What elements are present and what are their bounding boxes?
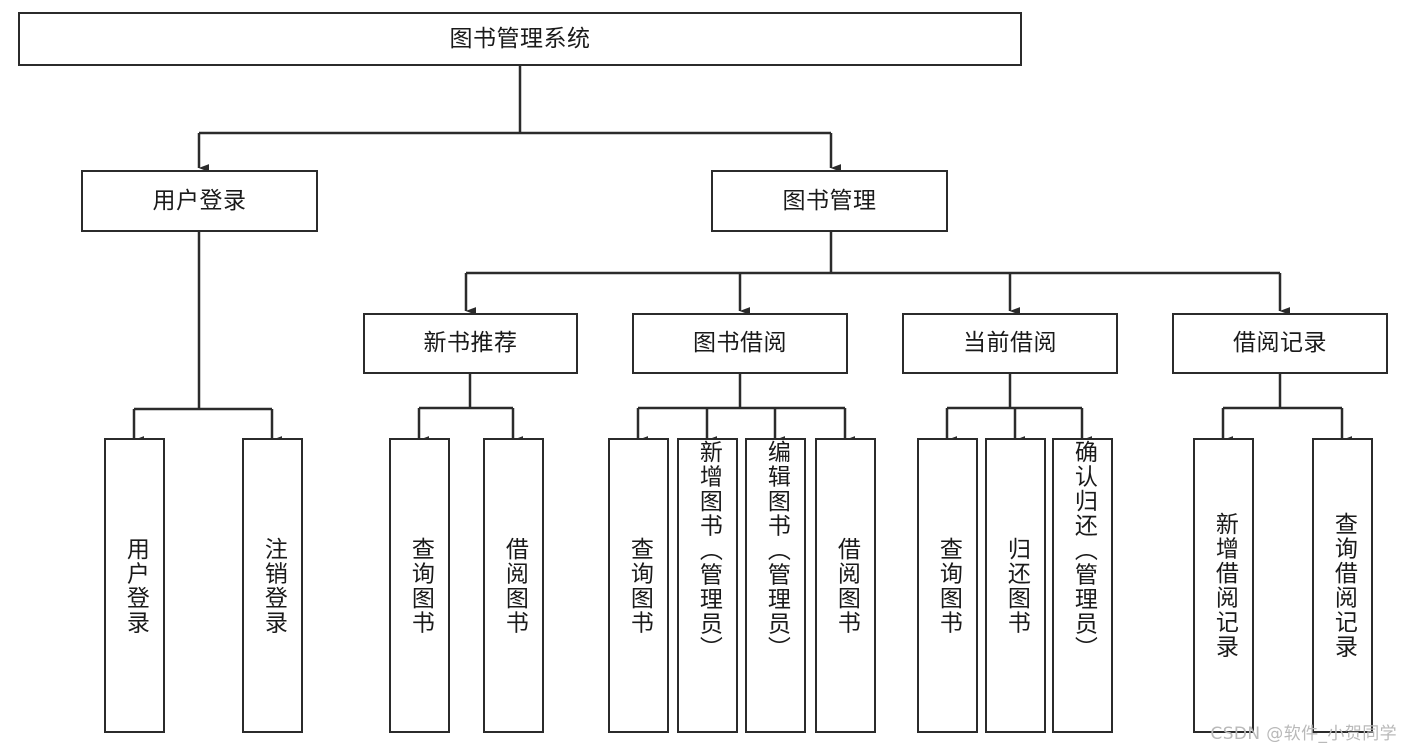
node-label: 查询图书: [407, 536, 434, 635]
node-label: 新增图书（管理员）: [695, 440, 722, 661]
node-label: 查询图书: [626, 536, 653, 635]
leaf-cb-query-book[interactable]: 查询图书: [917, 438, 978, 733]
leaf-br-query-record[interactable]: 查询借阅记录: [1312, 438, 1373, 733]
node-label: 查询借阅记录: [1330, 512, 1357, 659]
leaf-logout[interactable]: 注销登录: [242, 438, 303, 733]
node-current-borrow[interactable]: 当前借阅: [902, 313, 1118, 374]
node-label: 图书管理系统: [449, 25, 591, 52]
node-label: 借阅记录: [1233, 330, 1327, 357]
leaf-bb-query-book[interactable]: 查询图书: [608, 438, 669, 733]
node-label: 图书借阅: [693, 330, 787, 357]
node-label: 新书推荐: [423, 330, 518, 357]
node-label: 编辑图书（管理员）: [763, 440, 790, 661]
node-book-management[interactable]: 图书管理: [711, 170, 948, 232]
node-label: 确认归还（管理员）: [1070, 440, 1097, 661]
node-root-system[interactable]: 图书管理系统: [18, 12, 1022, 66]
node-label: 新增借阅记录: [1211, 512, 1238, 659]
leaf-nb-borrow-book[interactable]: 借阅图书: [483, 438, 544, 733]
node-borrow-record[interactable]: 借阅记录: [1172, 313, 1388, 374]
node-label: 注销登录: [260, 536, 287, 635]
node-label: 用户登录: [122, 536, 149, 635]
node-label: 查询图书: [935, 536, 962, 635]
node-label: 借阅图书: [501, 536, 528, 635]
leaf-bb-edit-book[interactable]: 编辑图书（管理员）: [745, 438, 806, 733]
leaf-user-login[interactable]: 用户登录: [104, 438, 165, 733]
leaf-cb-return-book[interactable]: 归还图书: [985, 438, 1046, 733]
node-label: 图书管理: [782, 187, 877, 214]
node-label: 归还图书: [1003, 536, 1030, 635]
node-label: 用户登录: [152, 187, 247, 214]
node-label: 当前借阅: [963, 330, 1057, 357]
node-book-borrow[interactable]: 图书借阅: [632, 313, 848, 374]
node-user-login[interactable]: 用户登录: [81, 170, 318, 232]
leaf-nb-query-book[interactable]: 查询图书: [389, 438, 450, 733]
leaf-br-add-record[interactable]: 新增借阅记录: [1193, 438, 1254, 733]
csdn-watermark: CSDN @软件_小贺同学: [1210, 724, 1397, 744]
node-label: 借阅图书: [833, 536, 860, 635]
leaf-bb-add-book[interactable]: 新增图书（管理员）: [677, 438, 738, 733]
node-new-book-recommend[interactable]: 新书推荐: [363, 313, 578, 374]
leaf-bb-borrow-book[interactable]: 借阅图书: [815, 438, 876, 733]
leaf-cb-confirm-return[interactable]: 确认归还（管理员）: [1052, 438, 1113, 733]
